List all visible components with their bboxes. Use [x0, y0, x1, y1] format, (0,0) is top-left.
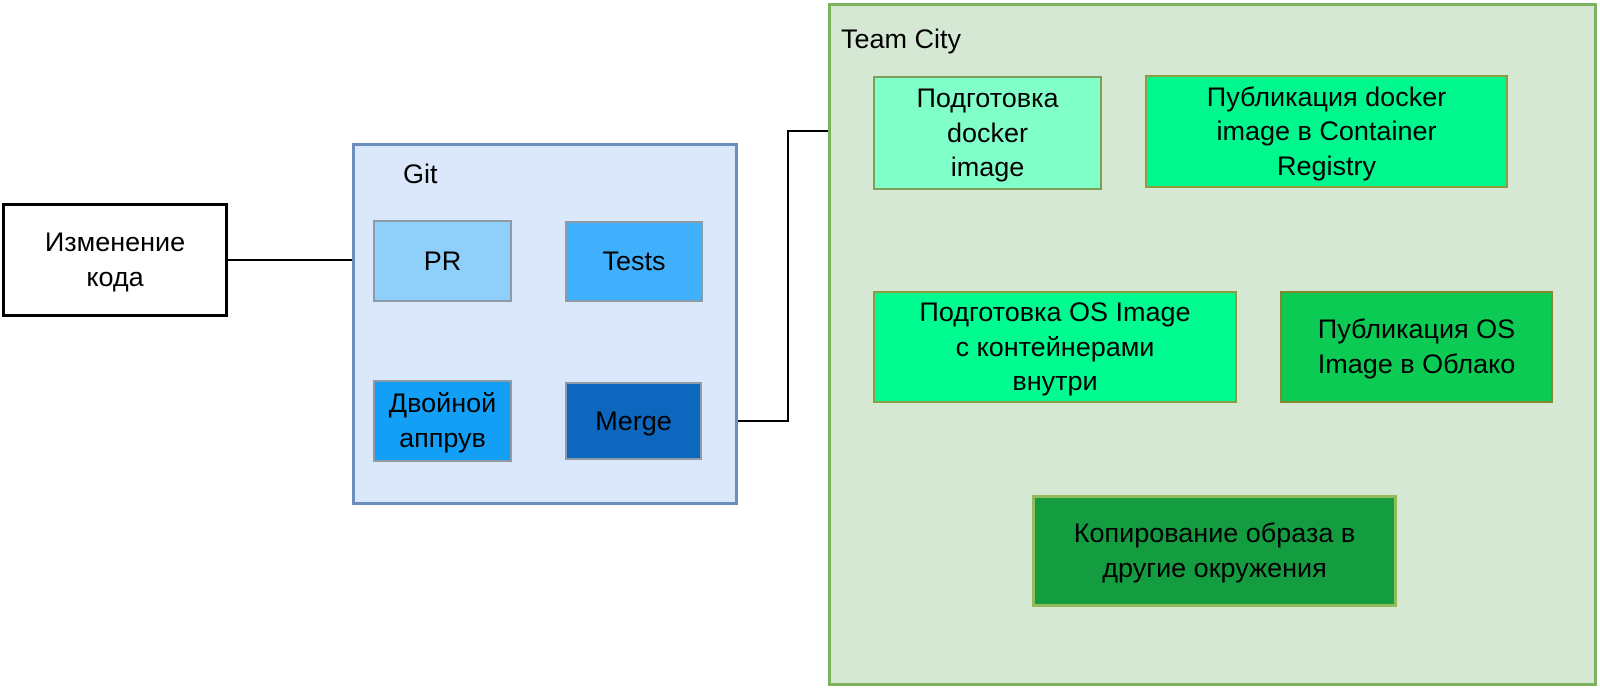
node-prepare-os-image-label: Подготовка OS Image с контейнерами внутр…: [919, 297, 1191, 397]
node-pr: PR: [373, 220, 512, 302]
node-copy-image-label: Копирование образа в другие окружения: [1073, 518, 1356, 583]
node-merge: Merge: [565, 382, 702, 460]
node-tests-label: Tests: [602, 246, 666, 277]
node-code-change-label: Изменение кода: [44, 227, 186, 292]
node-publish-os-image-label: Публикация OS Image в Облако: [1317, 314, 1516, 379]
node-prepare-os-image: Подготовка OS Image с контейнерами внутр…: [873, 291, 1237, 403]
node-double-approve-label: Двойной аппрув: [388, 388, 497, 453]
node-copy-image: Копирование образа в другие окружения: [1032, 495, 1397, 607]
node-prepare-docker-image-label: Подготовка docker image: [916, 83, 1059, 183]
node-tests: Tests: [565, 221, 703, 302]
node-publish-docker-image-label: Публикация docker image в Container Regi…: [1206, 81, 1447, 181]
node-merge-label: Merge: [595, 405, 672, 436]
node-publish-os-image: Публикация OS Image в Облако: [1280, 291, 1553, 403]
node-code-change: Изменение кода: [2, 203, 228, 317]
node-publish-docker-image: Публикация docker image в Container Regi…: [1145, 75, 1508, 188]
node-pr-label: PR: [423, 245, 462, 276]
git-group-label: Git: [403, 159, 438, 189]
teamcity-group-label: Team City: [841, 24, 962, 54]
node-prepare-docker-image: Подготовка docker image: [873, 76, 1102, 190]
node-double-approve: Двойной аппрув: [373, 380, 512, 462]
